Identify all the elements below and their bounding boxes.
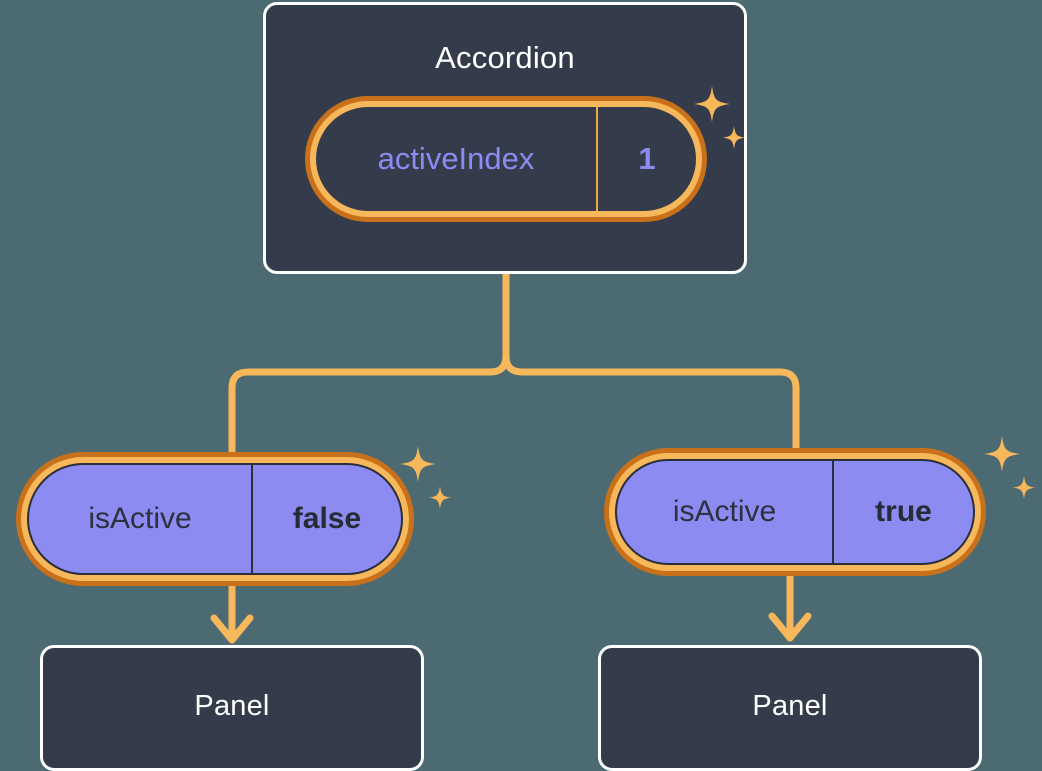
sparkle-small-icon (429, 486, 451, 509)
state-key-active-index: activeIndex (316, 107, 598, 211)
prop-pill-is-active-true[interactable]: isActive true (604, 448, 986, 576)
sparkle-large-icon (984, 436, 1020, 472)
sparkle-icon-right-pill (984, 436, 1035, 499)
state-pill-active-index[interactable]: activeIndex 1 (305, 96, 707, 222)
prop-pill-is-active-true-ring: isActive true (609, 453, 981, 571)
component-title-panel-left: Panel (194, 690, 270, 722)
state-pill-active-index-ring: activeIndex 1 (310, 101, 702, 217)
component-card-panel-right[interactable]: Panel (598, 645, 982, 771)
prop-key-is-active-right: isActive (617, 461, 834, 563)
sparkle-large-icon (400, 446, 436, 482)
prop-key-is-active-left: isActive (29, 465, 253, 573)
connector-root-to-right (502, 270, 800, 452)
component-card-panel-left[interactable]: Panel (40, 645, 424, 771)
state-value-active-index: 1 (638, 141, 656, 176)
prop-value-is-active-right: true (875, 495, 932, 528)
prop-pill-is-active-false-body: isActive false (27, 463, 403, 575)
arrow-right-pill-to-panel (768, 570, 812, 642)
sparkle-small-icon (1013, 476, 1035, 499)
connector-root-to-left (228, 270, 510, 456)
component-title-panel-right: Panel (752, 690, 828, 722)
prop-pill-is-active-true-body: isActive true (615, 459, 975, 565)
state-pill-active-index-body: activeIndex 1 (316, 107, 696, 211)
prop-pill-is-active-false[interactable]: isActive false (16, 452, 414, 586)
prop-pill-is-active-false-ring: isActive false (21, 457, 409, 581)
prop-value-is-active-left: false (292, 502, 362, 535)
component-title-accordion: Accordion (435, 40, 575, 75)
